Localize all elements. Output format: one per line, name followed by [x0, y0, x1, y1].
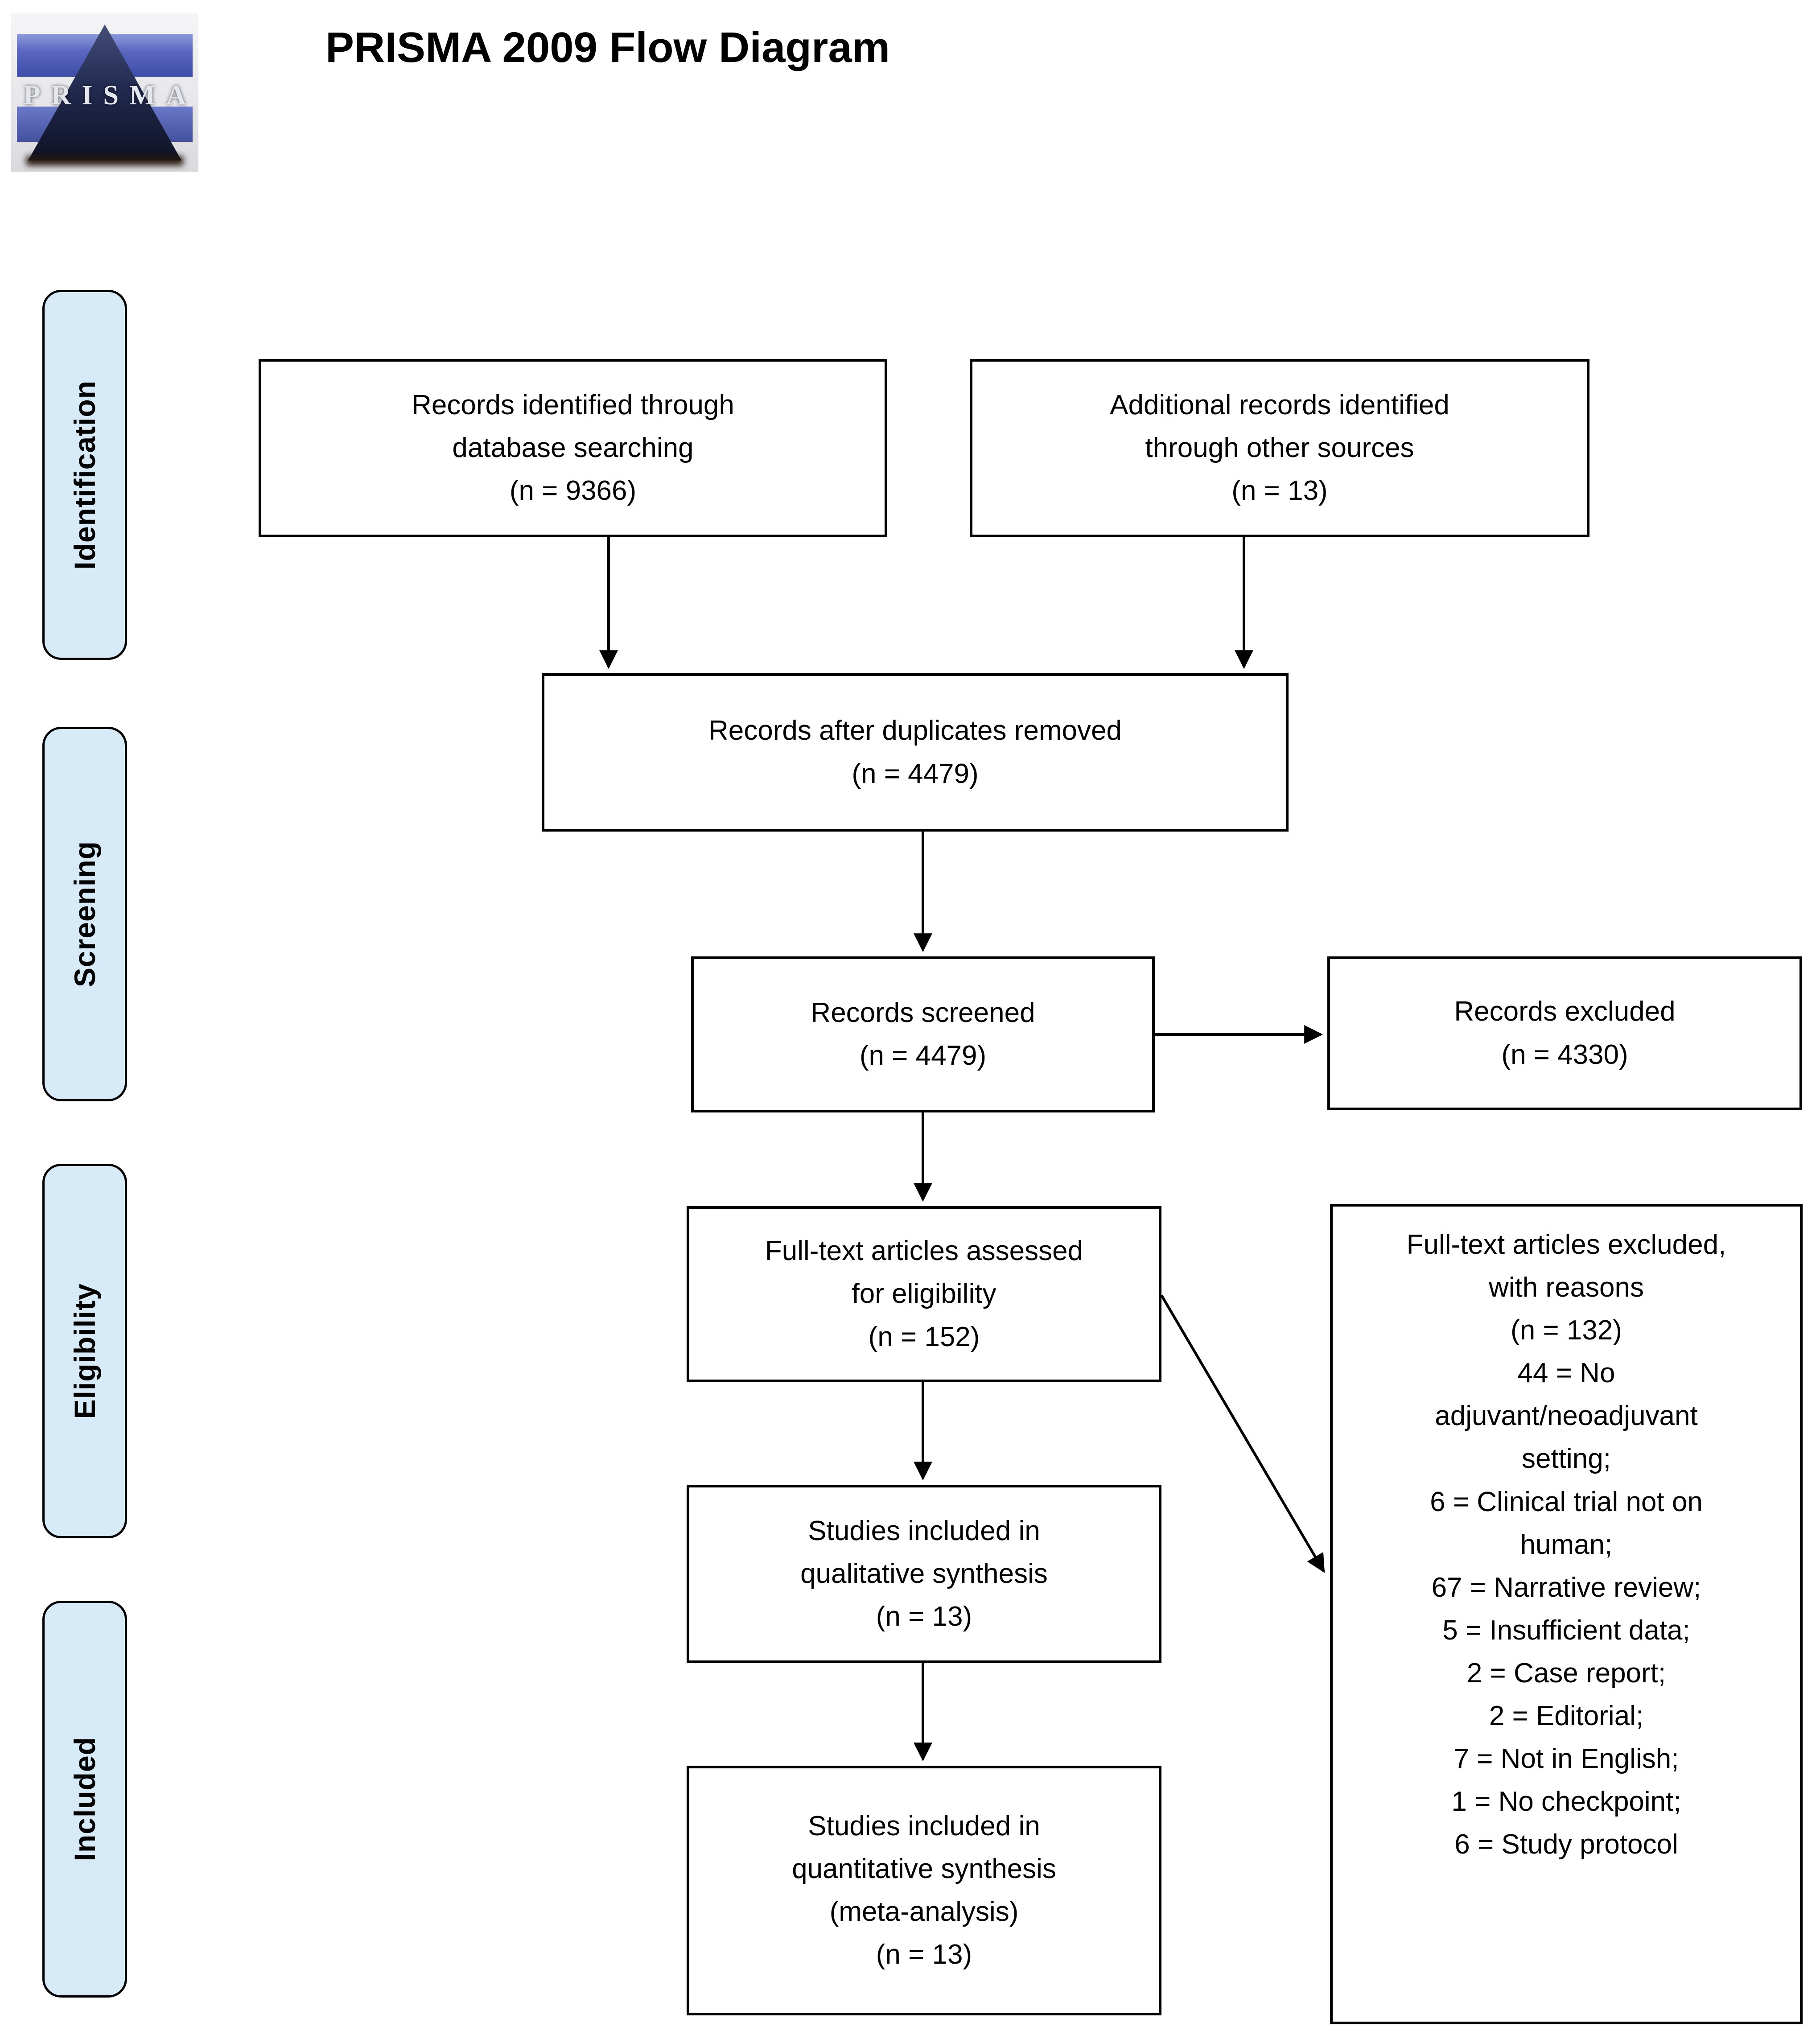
box-quantitative-synthesis: Studies included in quantitative synthes…	[687, 1766, 1161, 2015]
box-records-screened-text: Records screened (n = 4479)	[811, 997, 1035, 1071]
box-fulltext-assessed-text: Full-text articles assessed for eligibil…	[765, 1236, 1083, 1352]
box-fulltext-assessed: Full-text articles assessed for eligibil…	[687, 1206, 1161, 1382]
box-fulltext-excluded-reasons: Full-text articles excluded, with reason…	[1330, 1204, 1803, 2024]
stage-label-screening: Screening	[68, 840, 101, 988]
stage-label-included: Included	[68, 1737, 101, 1862]
box-records-after-duplicates-removed: Records after duplicates removed (n = 44…	[542, 673, 1289, 832]
stage-band-identification: Identification	[42, 290, 127, 660]
box-qualitative-synthesis: Studies included in qualitative synthesi…	[687, 1485, 1161, 1663]
box-records-after-duplicates-removed-text: Records after duplicates removed (n = 44…	[708, 715, 1122, 789]
page-title: PRISMA 2009 Flow Diagram	[325, 24, 890, 71]
box-quantitative-synthesis-text: Studies included in quantitative synthes…	[792, 1810, 1056, 1970]
box-qualitative-synthesis-text: Studies included in qualitative synthesi…	[800, 1515, 1048, 1632]
prisma-logo: PRISMA	[11, 13, 198, 172]
logo-wordmark: PRISMA	[23, 80, 197, 111]
box-records-excluded-text: Records excluded (n = 4330)	[1454, 996, 1676, 1070]
stage-label-identification: Identification	[68, 380, 101, 570]
stage-band-screening: Screening	[42, 727, 127, 1101]
box-additional-records-text: Additional records identified through ot…	[1110, 389, 1449, 507]
stage-label-eligibility: Eligibility	[68, 1283, 101, 1419]
box-records-identified: Records identified through database sear…	[259, 359, 887, 537]
box-additional-records: Additional records identified through ot…	[970, 359, 1589, 537]
stage-band-included: Included	[42, 1601, 127, 1998]
box-records-excluded: Records excluded (n = 4330)	[1327, 956, 1802, 1110]
box-records-identified-text: Records identified through database sear…	[412, 389, 734, 507]
box-records-screened: Records screened (n = 4479)	[691, 956, 1155, 1112]
box-fulltext-excluded-reasons-text: Full-text articles excluded, with reason…	[1406, 1229, 1726, 1860]
arrow-fulltext-to-fulltext-excluded	[1160, 1294, 1325, 1573]
logo-shadow	[26, 156, 184, 165]
stage-band-eligibility: Eligibility	[42, 1164, 127, 1538]
